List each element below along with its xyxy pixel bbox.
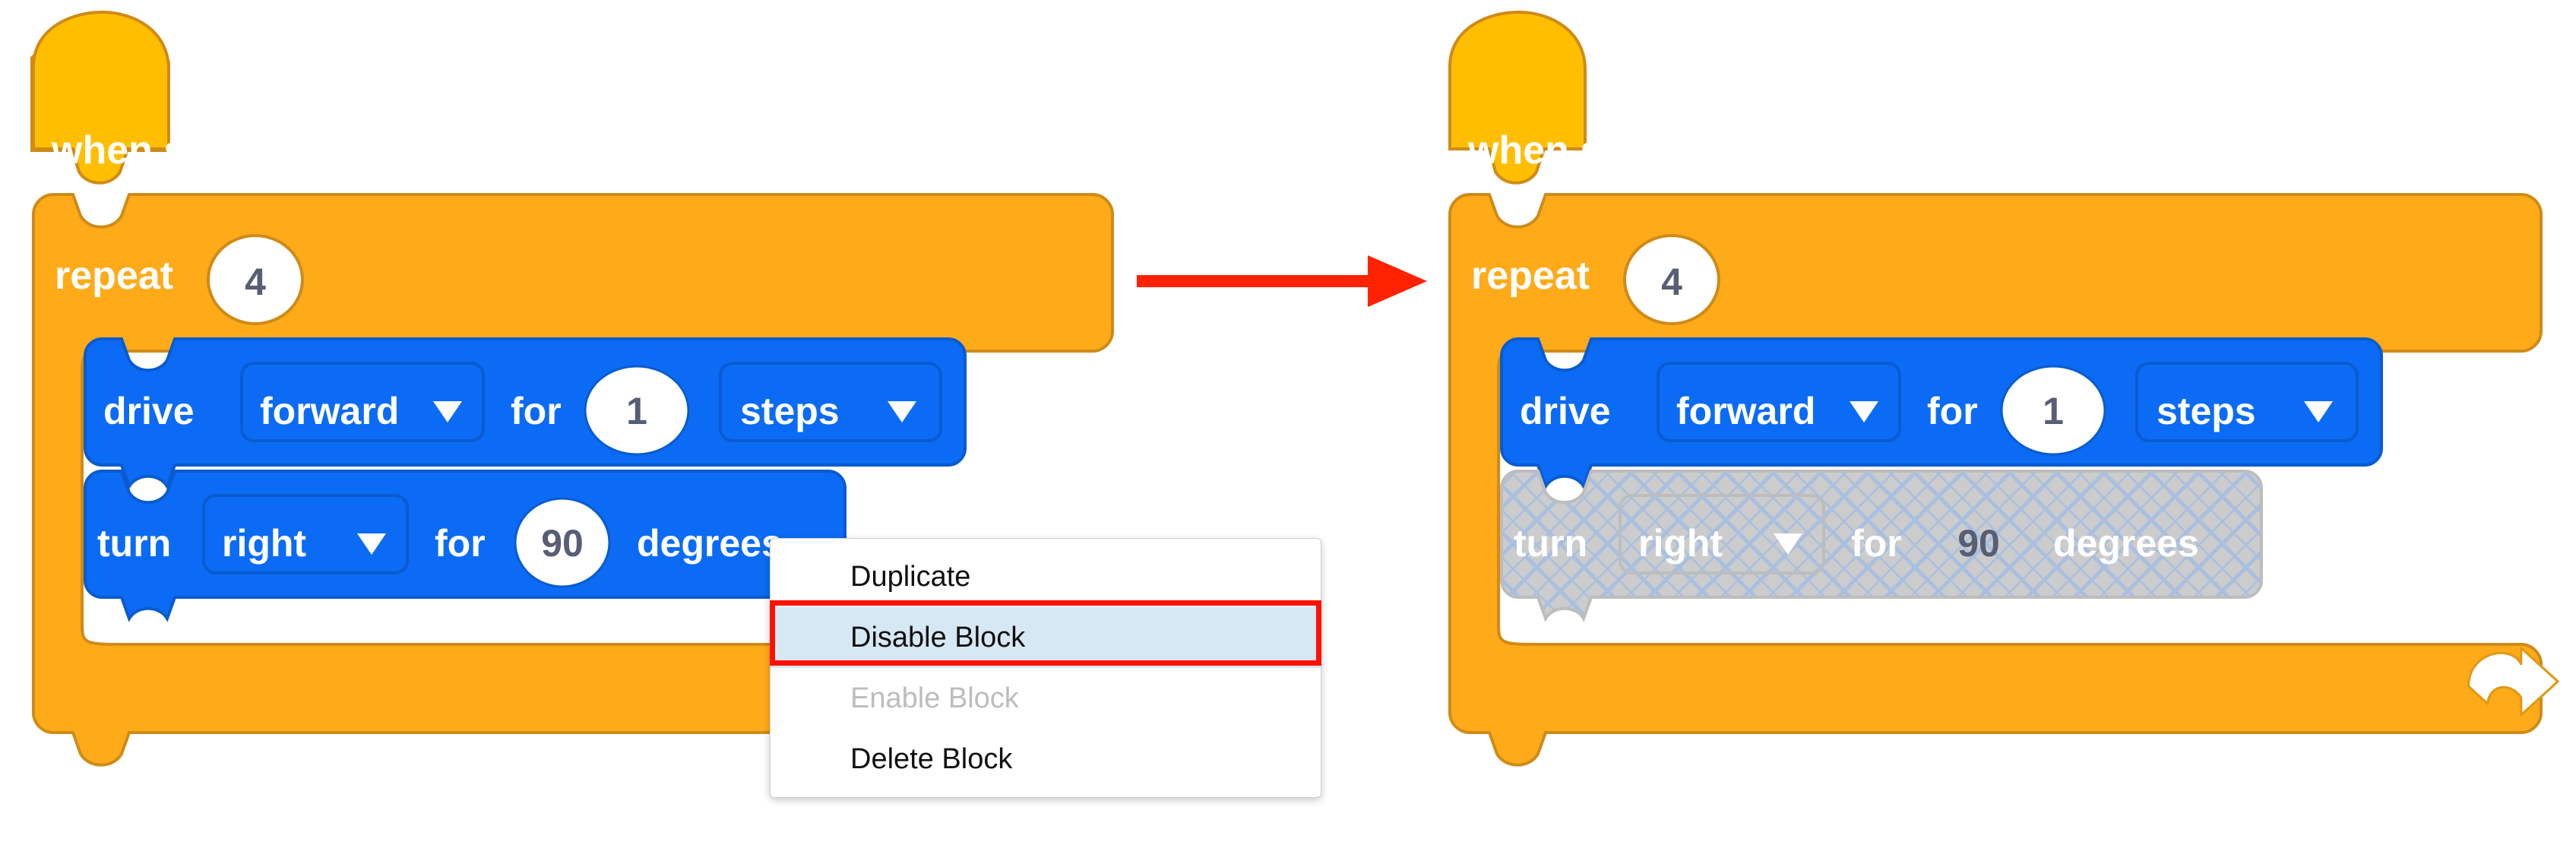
left-repeat-label: repeat (55, 254, 173, 298)
left-turn-units-label: degrees (637, 522, 783, 565)
right-drive-direction-dropdown[interactable] (1657, 362, 1901, 442)
left-turn-amount-field[interactable] (514, 497, 611, 588)
right-drive-units-dropdown[interactable] (2135, 362, 2359, 442)
right-arrow-icon (1137, 255, 1427, 307)
right-drive-label: drive (1520, 390, 1611, 432)
chevron-down-icon[interactable] (1774, 533, 1802, 555)
left-drive-units-dropdown[interactable] (719, 362, 942, 442)
left-drive-for-label: for (511, 390, 562, 432)
left-turn-block[interactable] (84, 470, 847, 622)
chevron-down-icon[interactable] (433, 401, 462, 422)
right-turn-units-label: degrees (2053, 522, 2199, 565)
right-repeat-count-field[interactable] (1623, 234, 1720, 325)
context-menu-item-enable-block: Enable Block (850, 682, 1019, 714)
context-menu-item-duplicate[interactable]: Duplicate (850, 561, 971, 593)
left-drive-units-value: steps (740, 390, 840, 432)
right-drive-for-label: for (1927, 390, 1978, 432)
left-turn-direction-dropdown[interactable] (202, 494, 409, 574)
loop-arrow-icon (2467, 647, 2559, 717)
left-drive-label: drive (103, 390, 195, 432)
chevron-down-icon[interactable] (357, 533, 386, 555)
left-repeat-count-field[interactable] (207, 234, 304, 325)
right-repeat-label: repeat (1471, 254, 1590, 298)
block-context-menu[interactable]: Duplicate Disable Block Enable Block Del… (770, 538, 1321, 798)
left-hat-block[interactable] (30, 10, 170, 185)
right-turn-block-disabled[interactable] (1500, 470, 2263, 622)
chevron-down-icon[interactable] (2304, 401, 2333, 422)
right-repeat-count-value: 4 (1661, 261, 1682, 303)
left-drive-direction-value: forward (260, 390, 399, 432)
right-turn-amount-value: 90 (1957, 522, 2000, 565)
left-turn-direction-value: right (222, 522, 306, 565)
left-turn-amount-value: 90 (541, 522, 584, 565)
right-drive-direction-value: forward (1676, 390, 1815, 432)
context-menu-item-delete-block[interactable]: Delete Block (850, 743, 1013, 775)
chevron-down-icon[interactable] (1850, 401, 1878, 422)
left-repeat-block[interactable] (32, 193, 1114, 767)
right-drive-block[interactable] (1500, 337, 2383, 490)
right-drive-amount-field[interactable] (2000, 365, 2106, 456)
right-hat-block[interactable] (1448, 10, 1587, 185)
left-turn-for-label: for (435, 522, 486, 565)
right-repeat-block[interactable] (1448, 193, 2543, 767)
right-turn-label: turn (1514, 522, 1587, 565)
right-drive-units-value: steps (2157, 390, 2256, 432)
right-turn-direction-value: right (1638, 522, 1723, 565)
left-hat-label: when started (51, 128, 296, 172)
right-turn-direction-dropdown[interactable] (1619, 494, 1825, 574)
context-menu-item-disable-block[interactable]: Disable Block (771, 607, 1321, 668)
chevron-down-icon[interactable] (888, 401, 916, 422)
left-turn-label: turn (97, 522, 171, 565)
right-turn-for-label: for (1851, 522, 1902, 565)
right-hat-label: when started (1467, 128, 1712, 172)
left-drive-amount-field[interactable] (584, 365, 690, 456)
left-drive-amount-value: 1 (626, 390, 647, 432)
right-drive-amount-value: 1 (2043, 390, 2064, 432)
left-drive-block[interactable] (84, 337, 967, 490)
left-repeat-count-value: 4 (245, 261, 266, 303)
left-drive-direction-dropdown[interactable] (240, 362, 485, 442)
